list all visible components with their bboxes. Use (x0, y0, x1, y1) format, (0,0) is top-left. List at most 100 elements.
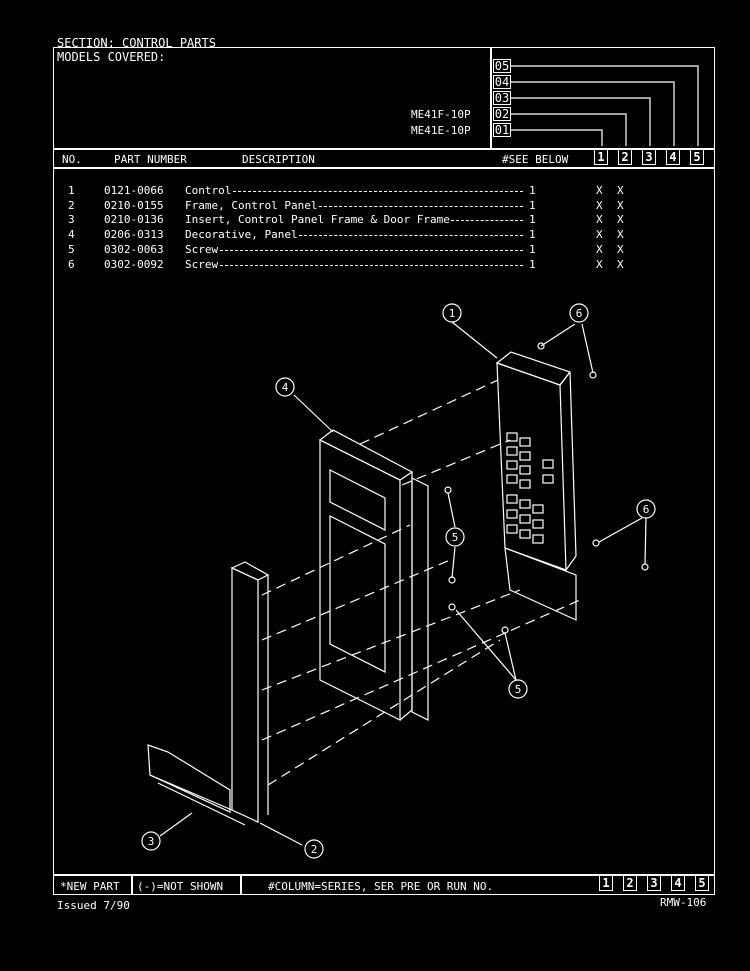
row-model-2: X (617, 258, 624, 271)
col-series-4: 4 (666, 149, 680, 165)
callout-circle (569, 303, 589, 323)
page-frame (53, 47, 715, 895)
row-model-2: X (617, 243, 624, 256)
footer-new-part: *NEW PART (60, 880, 120, 893)
col-series-3: 3 (642, 149, 656, 165)
row-qty: 1 (529, 228, 536, 241)
row-no: 1 (68, 184, 75, 197)
row-qty: 1 (529, 199, 536, 212)
footer-series-2: 2 (623, 875, 637, 891)
callout-label: 4 (282, 381, 289, 394)
row-part-number: 0121-0066 (104, 184, 164, 197)
callout-label: 5 (515, 683, 522, 696)
footer-series-5: 5 (695, 875, 709, 891)
model-code-4: 04 (493, 75, 511, 89)
row-model-2: X (617, 199, 624, 212)
row-part-number: 0206-0313 (104, 228, 164, 241)
model-code-3: 03 (493, 91, 511, 105)
row-model-1: X (596, 199, 603, 212)
callout-label: 5 (452, 531, 459, 544)
header-top-rule (53, 148, 715, 150)
callout-circle (636, 499, 656, 519)
model-divider (490, 47, 492, 148)
control-board-part (495, 351, 577, 621)
row-qty: 1 (529, 258, 536, 271)
footer-column-note: #COLUMN=SERIES, SER PRE OR RUN NO. (268, 880, 494, 893)
row-no: 5 (68, 243, 75, 256)
models-covered-label: MODELS COVERED: (57, 50, 166, 64)
row-no: 2 (68, 199, 75, 212)
row-description: Insert, Control Panel Frame & Door Frame (185, 213, 450, 226)
col-no: NO. (62, 153, 82, 166)
row-leader (451, 220, 523, 221)
footer-series-3: 3 (647, 875, 661, 891)
row-part-number: 0210-0136 (104, 213, 164, 226)
model-name-2: ME41F-10P (411, 108, 471, 121)
row-qty: 1 (529, 184, 536, 197)
row-description: Decorative, Panel (185, 228, 298, 241)
footer-not-shown: (-)=NOT SHOWN (137, 880, 224, 893)
col-series-2: 2 (618, 149, 632, 165)
row-leader (220, 250, 523, 251)
footer-rule (53, 874, 715, 876)
table-row: 1 0121-0066 Control 1 X X (68, 184, 668, 198)
col-series-1: 1 (594, 149, 608, 165)
row-model-1: X (596, 213, 603, 226)
section-title: SECTION: CONTROL PARTS (57, 36, 216, 50)
row-no: 3 (68, 213, 75, 226)
row-part-number: 0302-0092 (104, 258, 164, 271)
col-part-number: PART NUMBER (114, 153, 187, 166)
row-model-1: X (596, 243, 603, 256)
row-leader (220, 265, 523, 266)
callout-label: 3 (148, 835, 155, 848)
footer-divider-1 (131, 874, 133, 895)
header-bottom-rule (53, 167, 715, 169)
model-code-1: 01 (493, 123, 511, 137)
col-series-5: 5 (690, 149, 704, 165)
callout-circle (442, 303, 462, 323)
row-qty: 1 (529, 213, 536, 226)
table-row: 2 0210-0155 Frame, Control Panel 1 X X (68, 199, 668, 213)
callout-circle (445, 527, 465, 547)
row-part-number: 0210-0155 (104, 199, 164, 212)
callout-circle (508, 679, 528, 699)
row-qty: 1 (529, 243, 536, 256)
callout-label: 6 (576, 307, 583, 320)
row-model-1: X (596, 258, 603, 271)
footer-series-1: 1 (599, 875, 613, 891)
table-row: 6 0302-0092 Screw 1 X X (68, 258, 668, 272)
row-model-1: X (596, 184, 603, 197)
row-part-number: 0302-0063 (104, 243, 164, 256)
model-code-5: 05 (493, 59, 511, 73)
row-no: 6 (68, 258, 75, 271)
footer-divider-2 (240, 874, 242, 895)
footer-series-4: 4 (671, 875, 685, 891)
col-see-below: #SEE BELOW (502, 153, 569, 166)
callout-label: 6 (643, 503, 650, 516)
callout-circle (141, 831, 161, 851)
row-model-2: X (617, 213, 624, 226)
row-leader (319, 206, 523, 207)
document-code: RMW-106 (660, 896, 707, 909)
model-name-1: ME41E-10P (411, 124, 471, 137)
model-code-2: 02 (493, 107, 511, 121)
row-model-2: X (617, 184, 624, 197)
issued-date: Issued 7/90 (57, 899, 130, 912)
row-model-2: X (617, 228, 624, 241)
row-description: Screw (185, 258, 219, 271)
callout-label: 1 (449, 307, 456, 320)
row-leader (233, 191, 523, 192)
row-no: 4 (68, 228, 75, 241)
decorative-panel-part (318, 429, 429, 721)
row-description: Control (185, 184, 232, 197)
table-row: 3 0210-0136 Insert, Control Panel Frame & … (68, 213, 668, 227)
callout-circle (304, 839, 324, 859)
row-description: Frame, Control Panel (185, 199, 318, 212)
callout-label: 2 (311, 843, 318, 856)
row-leader (299, 235, 523, 236)
callout-circle (275, 377, 295, 397)
